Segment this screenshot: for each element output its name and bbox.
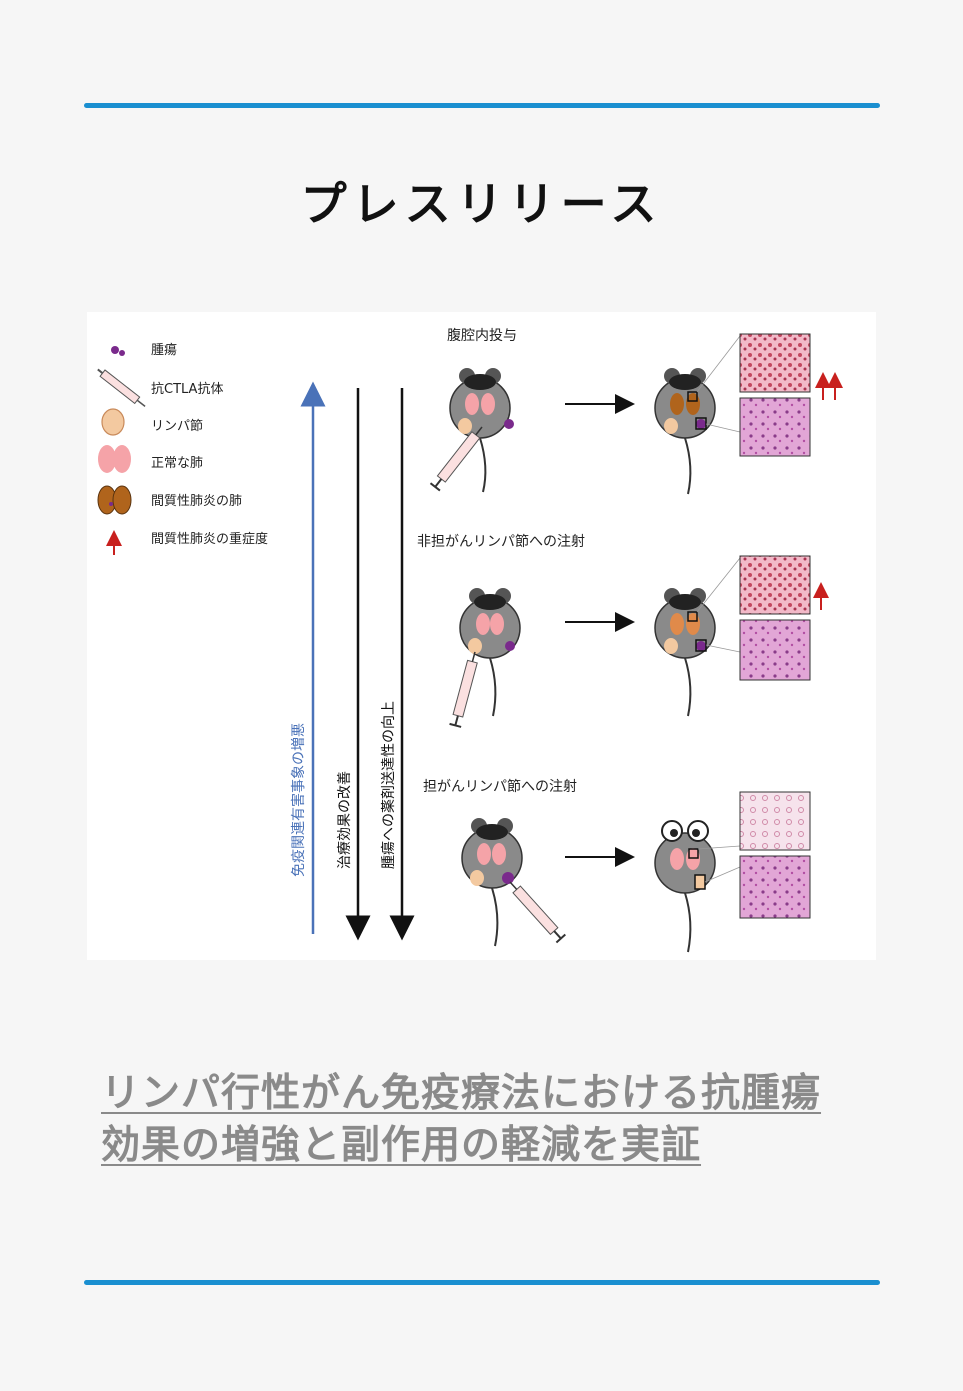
mouse-before-icon (459, 588, 521, 717)
research-figure: 腫瘍 抗CTLA抗体 リンパ節 正常な肺 間質性肺炎の肺 間質性肺炎の重症 (87, 312, 876, 960)
efficacy-label: 治療効果の改善 (336, 771, 353, 869)
syringe-icon (97, 368, 146, 407)
mouse-after-icon (654, 335, 741, 495)
legend: 腫瘍 抗CTLA抗体 リンパ節 正常な肺 間質性肺炎の肺 間質性肺炎の重症 (97, 342, 268, 555)
pneumonia-lung-icon (97, 485, 132, 515)
adverse-events-label: 免疫関連有害事象の増悪 (291, 723, 307, 877)
histology-node-image (739, 855, 811, 919)
mouse-before-icon (449, 368, 514, 493)
top-divider (84, 103, 880, 108)
row-label-tumor-node: 担がんリンパ節への注射 (423, 778, 577, 795)
severity-arrows (815, 372, 843, 400)
legend-label-lymph-node: リンパ節 (151, 419, 203, 434)
delivery-label: 腫瘍への薬剤送達性の向上 (380, 701, 397, 869)
syringe-icon (509, 881, 566, 944)
row-tumor-node (461, 791, 811, 953)
mouse-before-icon (461, 818, 523, 947)
histology-lung-image (739, 333, 811, 393)
headline-line-1: リンパ行性がん免疫療法における抗腫瘍 (101, 1071, 822, 1116)
article-headline-link[interactable]: リンパ行性がん免疫療法における抗腫瘍 効果の増強と副作用の軽減を実証 (101, 1068, 871, 1172)
row-label-non-tumor-node: 非担がんリンパ節への注射 (417, 533, 585, 550)
headline-line-2: 効果の増強と副作用の軽減を実証 (101, 1123, 702, 1168)
legend-label-tumor: 腫瘍 (151, 342, 177, 358)
legend-label-severity: 間質性肺炎の重症度 (151, 531, 268, 547)
lymph-node-icon (101, 408, 125, 436)
row-intraperitoneal (429, 333, 843, 495)
syringe-icon (449, 651, 478, 728)
bottom-divider (84, 1280, 880, 1285)
normal-lung-icon (98, 445, 131, 473)
page-title: プレスリリース (300, 177, 663, 231)
histology-lung-image (739, 791, 811, 851)
row-non-tumor-node (449, 555, 829, 728)
legend-label-pneumonia-lung: 間質性肺炎の肺 (151, 494, 242, 509)
legend-label-normal-lung: 正常な肺 (151, 456, 203, 471)
histology-node-image (739, 397, 811, 457)
legend-label-syringe: 抗CTLA抗体 (151, 382, 223, 397)
mouse-after-icon (654, 820, 741, 953)
histology-lung-image (739, 555, 811, 615)
syringe-icon (429, 426, 483, 492)
mouse-after-icon (654, 557, 741, 717)
row-label-intraperitoneal: 腹腔内投与 (447, 327, 517, 344)
histology-node-image (739, 619, 811, 681)
tumor-icon (111, 346, 125, 356)
